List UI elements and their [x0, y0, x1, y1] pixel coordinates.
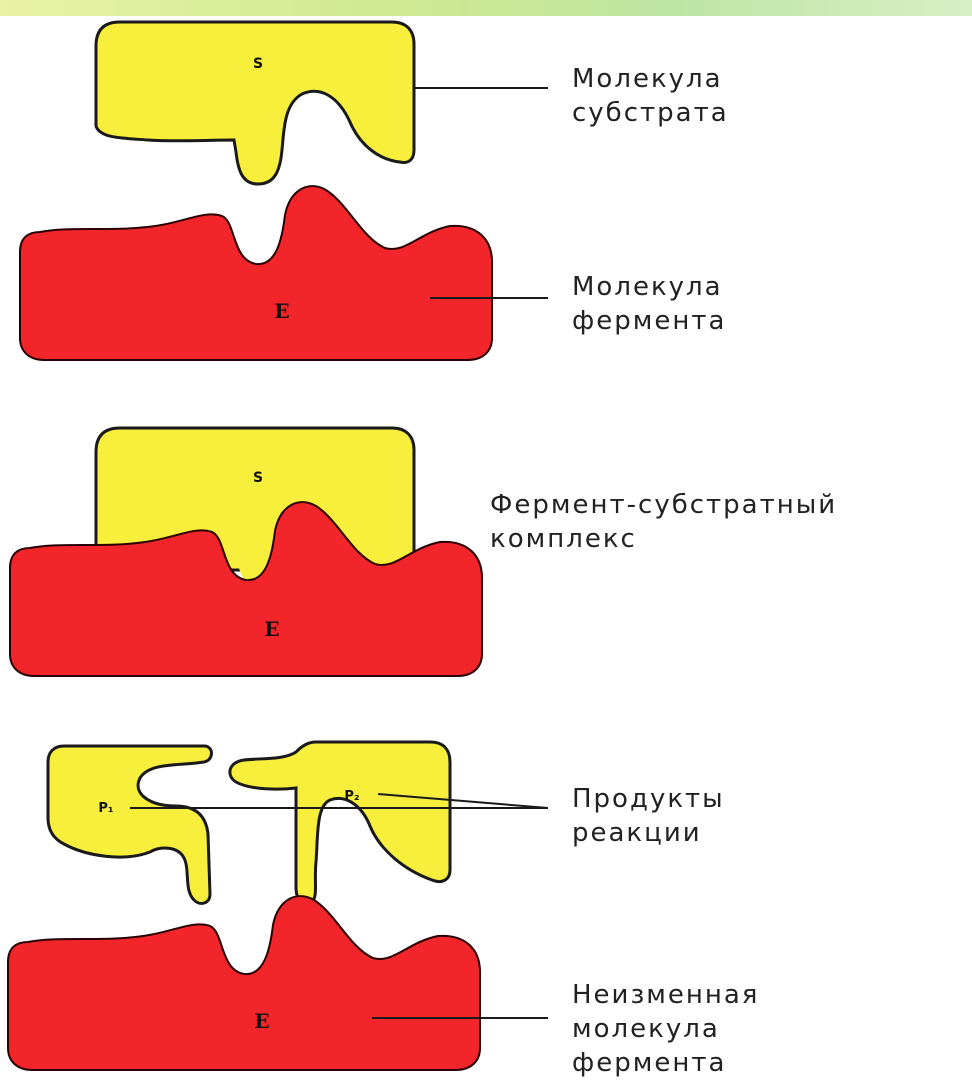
caption-line: Продукты: [572, 782, 725, 816]
caption-enzyme-substrate-complex: Фермент-субстратный комплекс: [490, 488, 837, 556]
caption-line: фермента: [572, 304, 726, 338]
product-p2: P₂: [230, 742, 450, 904]
caption-line: реакции: [572, 816, 725, 850]
caption-line: Молекула: [572, 62, 729, 96]
unchanged-enzyme-molecule: E: [8, 896, 480, 1070]
caption-line: Молекула: [572, 270, 726, 304]
substrate-mark-s: S: [253, 56, 263, 72]
free-substrate-molecule: S: [96, 22, 414, 184]
unchanged-enzyme-mark-e: E: [254, 1009, 269, 1033]
complex-mark-s: S: [253, 470, 263, 486]
caption-substrate-molecule: Молекула субстрата: [572, 62, 729, 130]
complex-mark-e: E: [264, 617, 279, 641]
caption-line: Фермент-субстратный: [490, 488, 837, 522]
enzyme-substrate-complex: S E: [10, 428, 482, 676]
enzyme-mark-e: E: [274, 299, 289, 323]
caption-reaction-products: Продукты реакции: [572, 782, 725, 850]
product-p1-mark: P₁: [98, 801, 113, 816]
free-enzyme-molecule: E: [20, 186, 492, 360]
caption-enzyme-molecule: Молекула фермента: [572, 270, 726, 338]
caption-line: фермента: [572, 1046, 759, 1080]
caption-unchanged-enzyme: Неизменная молекула фермента: [572, 978, 759, 1080]
caption-line: молекула: [572, 1012, 759, 1046]
product-p1: P₁: [48, 746, 212, 903]
caption-line: субстрата: [572, 96, 729, 130]
product-p2-mark: P₂: [344, 789, 359, 804]
caption-line: комплекс: [490, 522, 837, 556]
caption-line: Неизменная: [572, 978, 759, 1012]
